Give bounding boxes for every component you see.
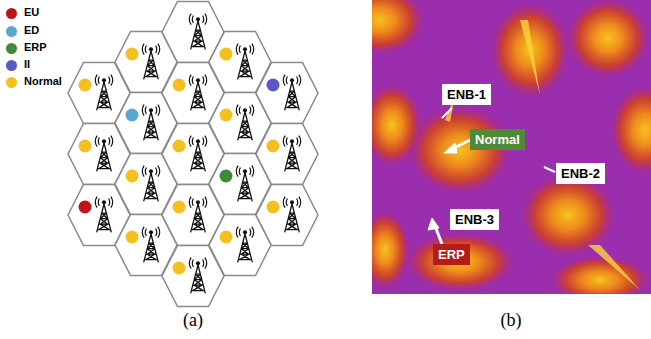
user-dot xyxy=(267,201,280,214)
tower-symbol xyxy=(189,14,206,50)
tower-symbol xyxy=(189,197,206,233)
legend-text: Normal xyxy=(24,75,62,87)
user-dot xyxy=(79,140,92,153)
legend-swatch xyxy=(6,8,17,19)
user-dot xyxy=(220,231,233,244)
user-dot xyxy=(126,48,139,61)
tower-symbol xyxy=(236,105,253,141)
label-box: Normal xyxy=(470,129,525,150)
pointer-arrows xyxy=(428,108,555,244)
legend-text: ED xyxy=(24,24,39,36)
label-text: ENB-3 xyxy=(455,212,494,227)
user-dot xyxy=(173,262,186,275)
legend-swatch xyxy=(6,26,17,37)
user-dot xyxy=(220,109,233,122)
tower-symbol xyxy=(236,166,253,202)
user-dot xyxy=(173,140,186,153)
panel-caption: (a) xyxy=(183,310,203,331)
panel-caption: (b) xyxy=(501,310,522,331)
tower-symbol xyxy=(189,136,206,172)
tower-symbol xyxy=(142,166,159,202)
tower-symbol xyxy=(236,44,253,80)
legend-text: EU xyxy=(24,6,39,18)
legend-swatch xyxy=(6,60,17,71)
label-text: ENB-2 xyxy=(561,166,600,181)
label-text: ENB-1 xyxy=(447,87,486,102)
hex-cell xyxy=(256,63,318,124)
tower-symbol xyxy=(236,227,253,263)
legend-text: ERP xyxy=(24,41,47,53)
legend-swatch xyxy=(6,77,17,88)
label-text: Normal xyxy=(475,132,520,147)
user-dot xyxy=(126,170,139,183)
tower-symbol xyxy=(95,75,112,111)
label-box: ENB-3 xyxy=(450,209,499,230)
user-dot xyxy=(173,201,186,214)
tower-symbol xyxy=(283,136,300,172)
label-text: ERP xyxy=(438,247,465,262)
legend-swatch xyxy=(6,43,17,54)
hex-cell xyxy=(256,185,318,246)
user-dot xyxy=(220,170,233,183)
user-dot xyxy=(267,79,280,92)
user-dot xyxy=(173,79,186,92)
user-dot xyxy=(126,231,139,244)
tower-symbol xyxy=(95,136,112,172)
user-dot xyxy=(220,48,233,61)
tower-symbol xyxy=(283,197,300,233)
tower-symbol xyxy=(283,75,300,111)
tower-symbol xyxy=(142,227,159,263)
user-dot xyxy=(79,201,92,214)
hex-cell xyxy=(256,124,318,185)
tower-symbol xyxy=(189,75,206,111)
label-box: ERP xyxy=(433,244,470,265)
user-dot xyxy=(267,140,280,153)
tower-symbol xyxy=(189,258,206,294)
label-box: ENB-1 xyxy=(442,84,491,105)
tower-symbol xyxy=(142,44,159,80)
heatmap xyxy=(372,0,651,294)
user-dot xyxy=(79,79,92,92)
legend-text: II xyxy=(24,58,30,70)
user-dot xyxy=(126,109,139,122)
tower-symbol xyxy=(142,105,159,141)
tower-symbol xyxy=(95,197,112,233)
label-box: ENB-2 xyxy=(556,163,605,184)
